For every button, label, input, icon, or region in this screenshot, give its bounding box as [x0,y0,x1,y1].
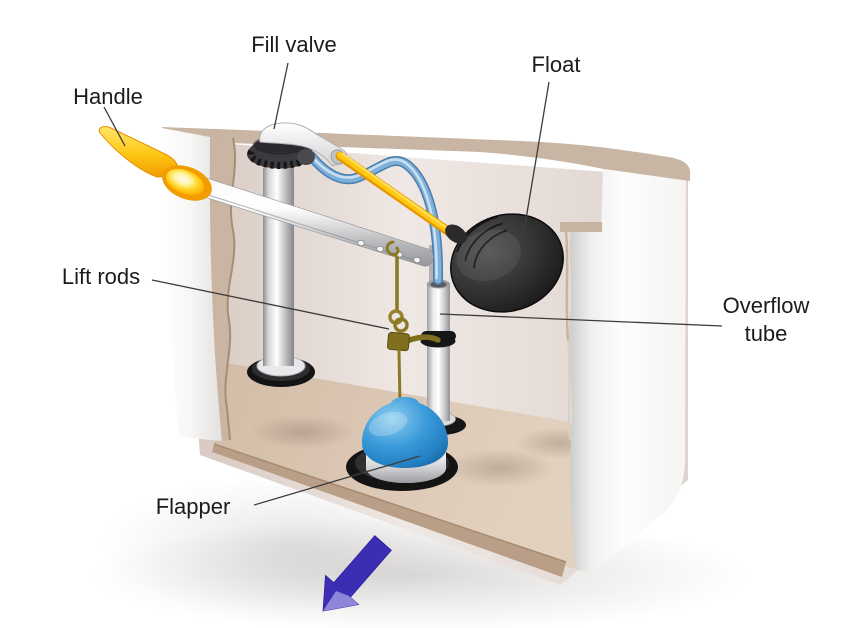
label-lift-rods-text: Lift rods [61,264,141,289]
trip-lever-arm [199,175,434,267]
tank-left-wall-cut [209,136,236,441]
lift-rod-clamp-block [387,331,410,352]
lift-rod-lower [397,349,402,406]
label-fill-valve: Fill valve [251,31,337,59]
flapper-dome [362,397,448,468]
tank-right-wall [569,168,686,572]
leader-handle [103,106,126,147]
float-arm [335,151,457,239]
label-overflow-tube: Overflow tube [723,292,810,347]
leader-flapper [253,455,421,506]
label-lift-rods: Lift rods [62,263,140,291]
leader-overflow-tube [439,313,723,327]
tank-left-wall-outer [160,128,222,441]
overflow-tube-body [427,283,450,421]
float [445,213,564,313]
tank-floor-edge-line [213,443,567,563]
leader-lift-rods [151,279,390,330]
label-handle-text: Handle [73,84,143,109]
lift-rod-hook [385,240,400,256]
refill-tube-nipple [297,149,315,165]
flapper [346,397,458,491]
tank-floor-front-edge [212,444,566,577]
water-stain [250,415,354,449]
label-float: Float [532,51,581,79]
leader-fill-valve [273,62,289,130]
leader-float [522,81,550,238]
label-fill-valve-text: Fill valve [251,32,337,57]
right-wall-cut-edge [567,339,571,441]
handle-knob [165,168,205,196]
lift-rods [385,240,441,406]
label-float-text: Float [531,52,581,77]
flush-direction-arrow-icon [322,535,392,612]
label-overflow-line1: Overflow [722,293,810,318]
tank-right-wall-rim [560,222,602,232]
water-stain [445,449,555,487]
float-arm-connector [445,224,467,244]
label-flapper-text: Flapper [155,494,231,519]
label-overflow-line2: tube [744,320,788,346]
label-handle: Handle [73,83,143,111]
label-flapper: Flapper [156,493,231,521]
flush-handle [98,126,212,201]
leader-lines [103,62,723,506]
lift-rod-side-arm [404,334,441,344]
lift-rod-eyelet [393,317,409,333]
right-wall-cut-edge [564,231,570,341]
fill-valve-cap [247,122,348,169]
